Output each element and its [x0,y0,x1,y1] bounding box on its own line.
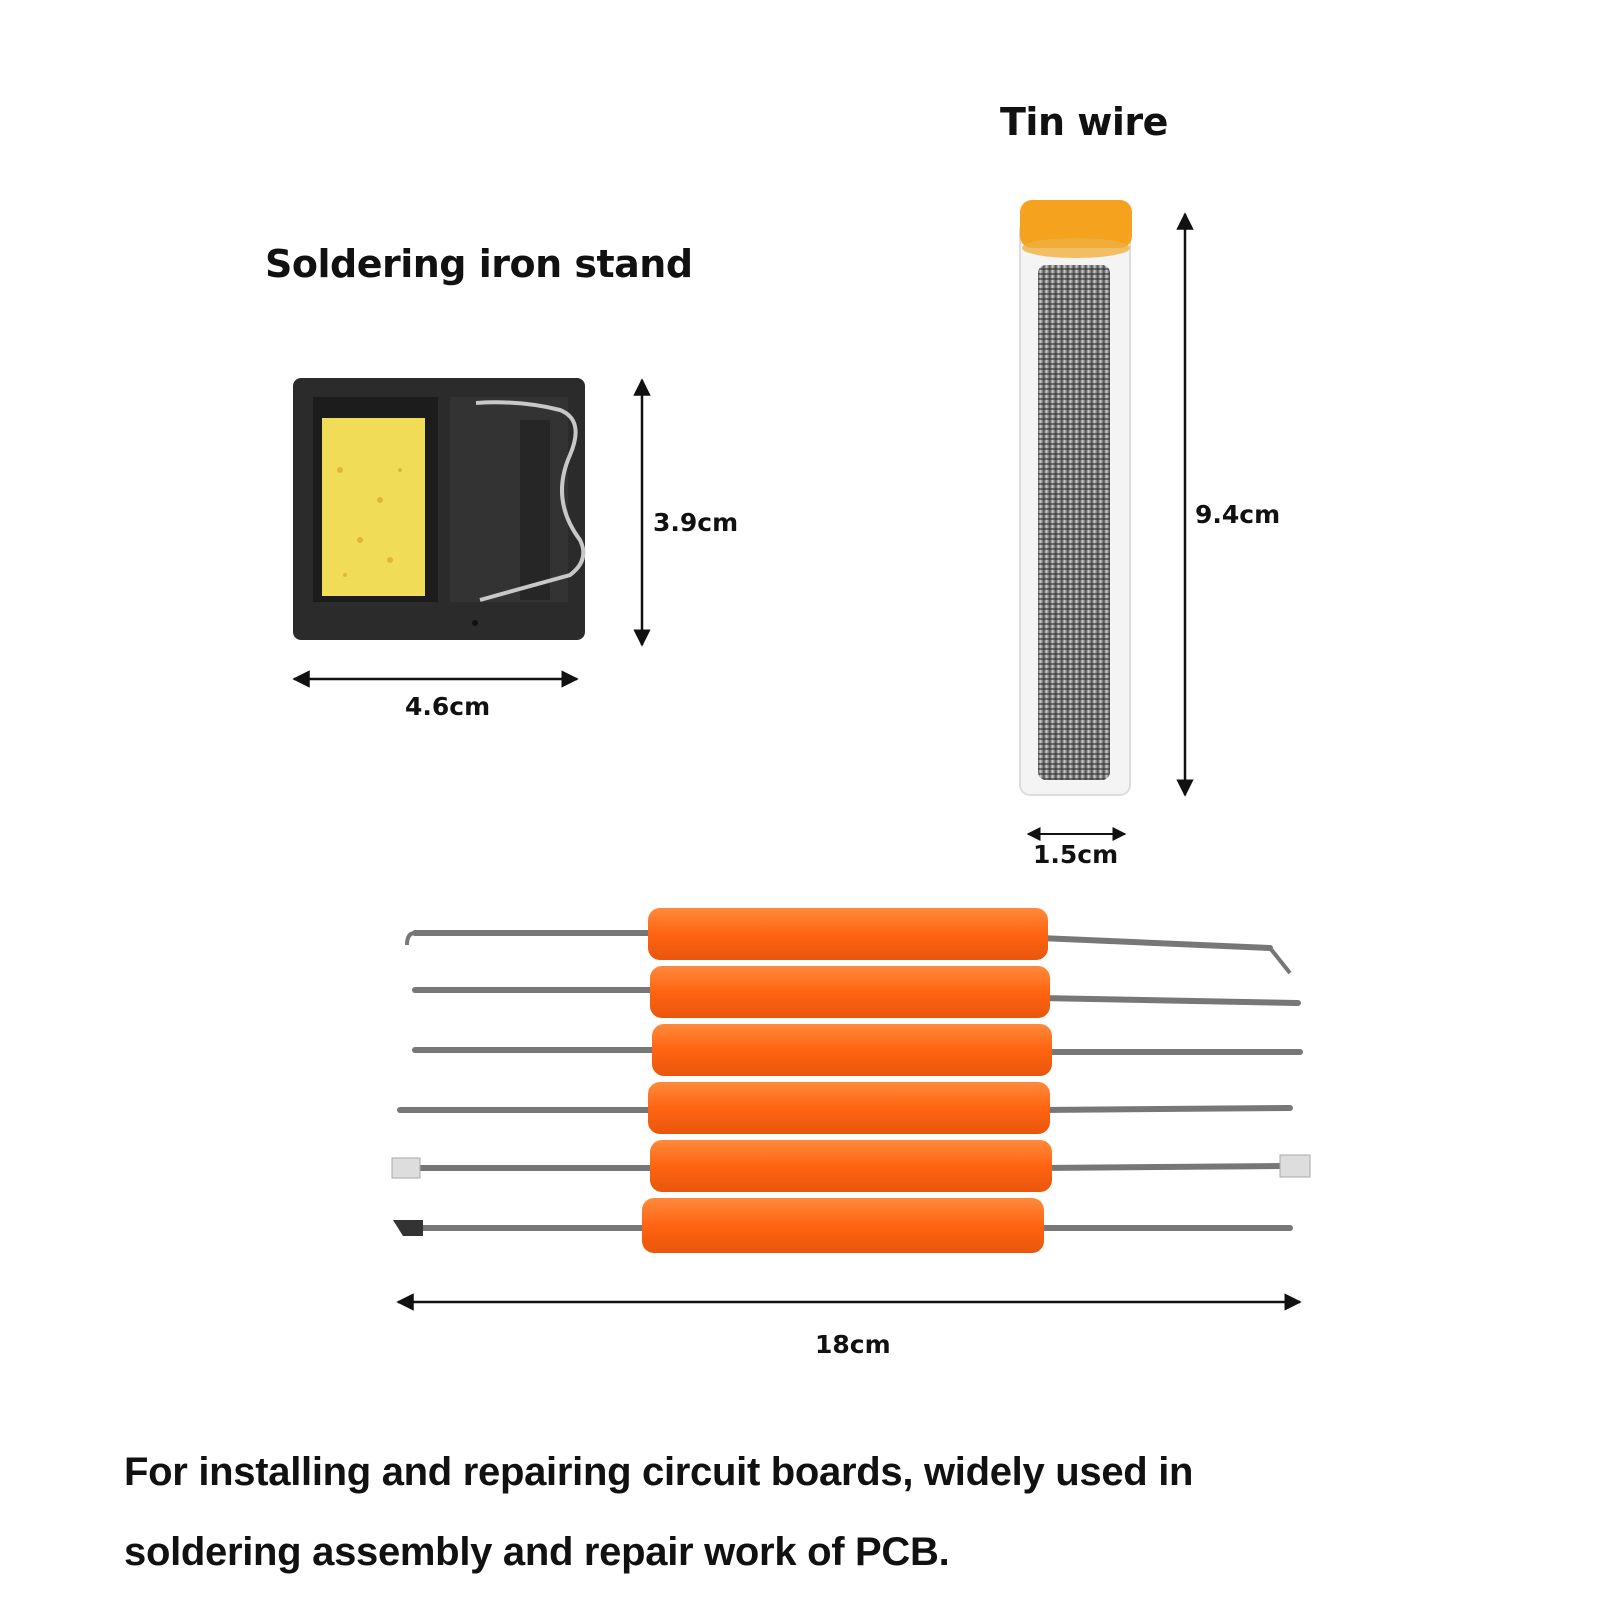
stand-height-label: 3.9cm [653,508,739,537]
tools-length-label: 18cm [815,1330,891,1359]
soldering-stand-image [293,378,586,640]
tin-wire-title: Tin wire [1000,100,1168,144]
stand-width-label: 4.6cm [405,692,491,721]
desoldering-tools-image [391,908,1311,1253]
caption-line-2: soldering assembly and repair work of PC… [124,1530,950,1574]
tin-width-label: 1.5cm [1033,840,1119,869]
caption-line-1: For installing and repairing circuit boa… [124,1450,1194,1494]
stand-title: Soldering iron stand [265,242,693,286]
tin-height-label: 9.4cm [1195,500,1281,529]
tin-wire-image [1019,200,1132,796]
description-caption: For installing and repairing circuit boa… [124,1432,1524,1592]
